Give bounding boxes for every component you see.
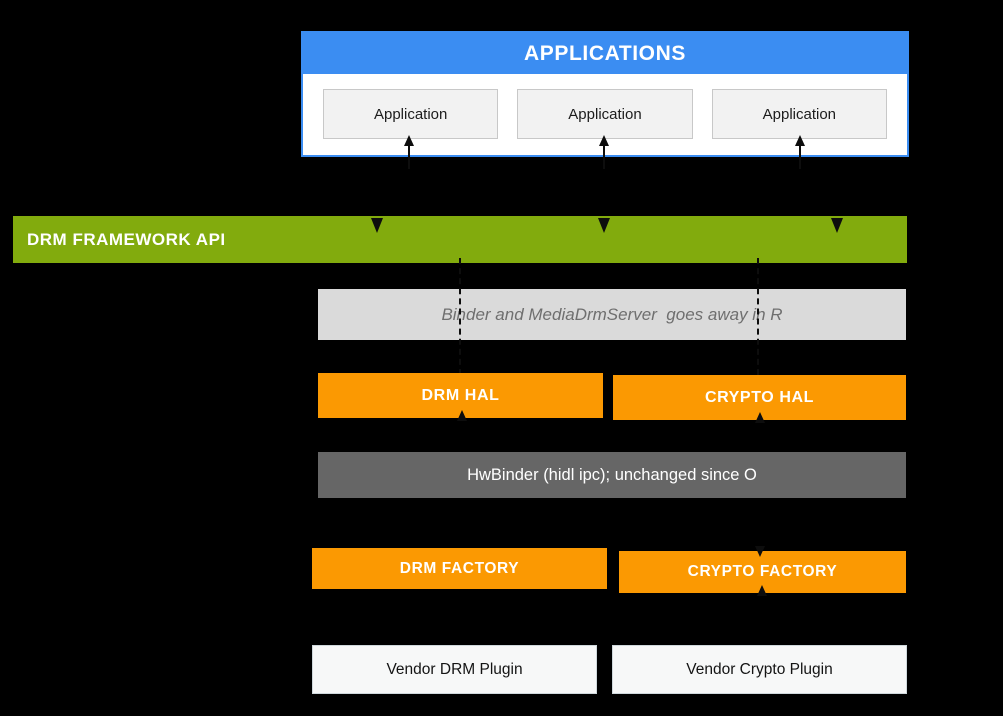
applications-row: Application Application Application (303, 74, 907, 139)
arrow-up-icon (794, 135, 806, 169)
binder-note-bar: Binder and MediaDrmServer goes away in R (318, 289, 906, 340)
arrow-down-icon (371, 218, 383, 233)
application-box-2: Application (517, 89, 693, 139)
arrow-up-icon (403, 135, 415, 169)
drm-factory-box: DRM FACTORY (312, 548, 607, 589)
arrow-head (795, 135, 805, 146)
vendor-drm-plugin-box: Vendor DRM Plugin (312, 645, 597, 694)
dashed-connector (757, 258, 759, 375)
applications-container: APPLICATIONS Application Application App… (301, 31, 909, 157)
arrow-down-icon (598, 218, 610, 233)
arrow-head (404, 135, 414, 146)
drm-framework-api-bar: DRM FRAMEWORK API (13, 216, 907, 263)
arrow-down-icon (755, 546, 765, 557)
vendor-crypto-plugin-box: Vendor Crypto Plugin (612, 645, 907, 694)
arrow-stem (799, 146, 801, 169)
arrow-up-icon (755, 412, 765, 423)
applications-header: APPLICATIONS (303, 33, 907, 74)
hwbinder-bar: HwBinder (hidl ipc); unchanged since O (318, 452, 906, 498)
arrow-stem (408, 146, 410, 169)
arrow-down-icon (831, 218, 843, 233)
application-box-3: Application (711, 89, 887, 139)
arrow-stem (603, 146, 605, 169)
arrow-head (599, 135, 609, 146)
dashed-connector (459, 258, 461, 375)
arrow-up-icon (598, 135, 610, 169)
arrow-up-icon (457, 410, 467, 421)
arrow-up-icon (757, 585, 767, 596)
application-box-1: Application (323, 89, 499, 139)
